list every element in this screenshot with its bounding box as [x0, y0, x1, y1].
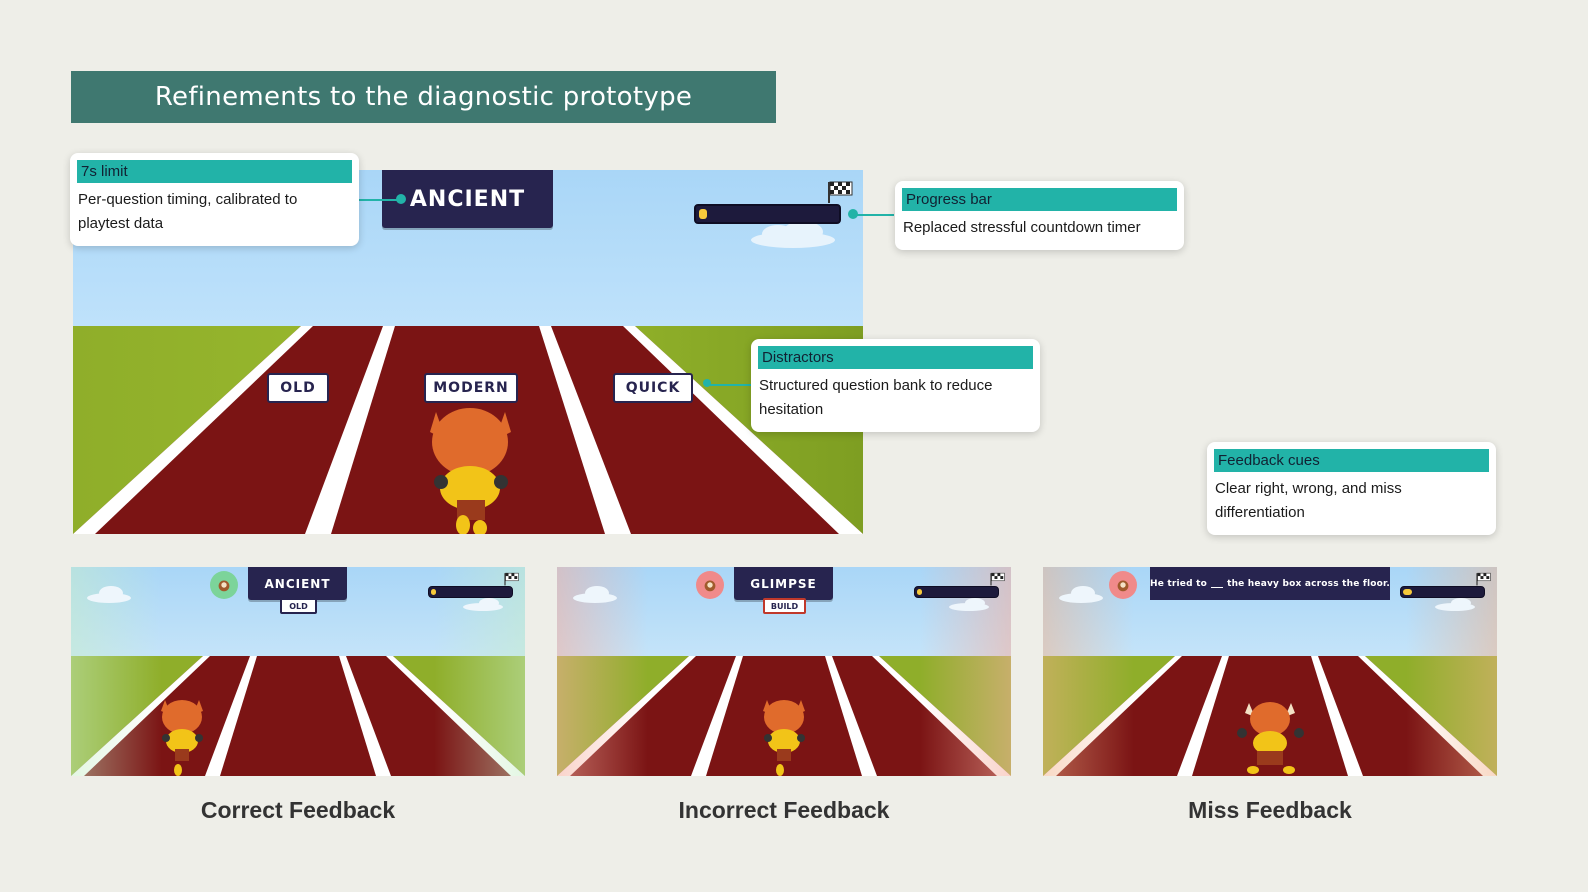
callout-description: Per-question timing, calibrated to playt…: [78, 191, 298, 232]
correct-feedback-scene: ANCIENT OLD: [71, 567, 525, 776]
progress-bar-fill: [431, 589, 436, 595]
lane-option-old[interactable]: OLD: [267, 373, 329, 403]
fox-runner-icon: [430, 408, 511, 534]
connector-dot: [848, 209, 858, 219]
miss-avatar-badge-icon: [1109, 571, 1137, 599]
callout-tag: Distractors: [758, 346, 1033, 369]
race-track-background: [1043, 567, 1497, 776]
connector-dot: [396, 194, 406, 204]
progress-bar: [914, 586, 999, 598]
progress-bar-fill: [699, 209, 707, 219]
progress-bar-fill: [1403, 589, 1412, 595]
answer-chip: BUILD: [763, 598, 806, 614]
page-title: Refinements to the diagnostic prototype: [71, 71, 776, 123]
progress-bar-fill: [917, 589, 922, 595]
target-word-banner: GLIMPSE: [734, 567, 833, 600]
callout-distractors: Distractors Structured question bank to …: [751, 339, 1040, 432]
checkered-flag-icon: [1476, 572, 1491, 586]
correct-avatar-badge-icon: [210, 571, 238, 599]
connector-distractors: [708, 384, 752, 386]
callout-tag: Feedback cues: [1214, 449, 1489, 472]
incorrect-feedback-scene: GLIMPSE BUILD: [557, 567, 1011, 776]
sentence-after: the heavy box across the floor.: [1227, 578, 1390, 589]
fox-runner-icon: [1237, 702, 1304, 774]
sentence-prompt-banner: He tried to the heavy box across the flo…: [1150, 567, 1390, 600]
target-word-banner: ANCIENT: [248, 567, 347, 600]
connector-dot: [703, 379, 711, 387]
target-word-banner: ANCIENT: [382, 170, 553, 228]
main-game-scene: ANCIENT OLD MODERN QUICK: [73, 170, 863, 534]
callout-description: Structured question bank to reduce hesit…: [759, 377, 993, 418]
caption-miss: Miss Feedback: [1188, 797, 1352, 823]
checkered-flag-icon: [504, 572, 519, 586]
fox-runner-icon: [763, 700, 805, 776]
connector-progress: [852, 214, 894, 216]
callout-description: Replaced stressful countdown timer: [903, 219, 1141, 236]
sentence-blank: [1210, 580, 1224, 588]
caption-incorrect: Incorrect Feedback: [678, 797, 890, 823]
progress-bar: [1400, 586, 1485, 598]
checkered-flag-icon: [828, 181, 853, 203]
checkered-flag-icon: [990, 572, 1005, 586]
lane-option-modern[interactable]: MODERN: [424, 373, 518, 403]
connector-time-limit: [358, 199, 400, 201]
callout-time-limit: 7s limit Per-question timing, calibrated…: [70, 153, 359, 246]
callout-progress-bar: Progress bar Replaced stressful countdow…: [895, 181, 1184, 250]
progress-bar: [428, 586, 513, 598]
sentence-before: He tried to: [1150, 578, 1207, 589]
callout-tag: Progress bar: [902, 188, 1177, 211]
progress-bar: [694, 204, 841, 224]
callout-tag: 7s limit: [77, 160, 352, 183]
incorrect-avatar-badge-icon: [696, 571, 724, 599]
lane-option-quick[interactable]: QUICK: [613, 373, 693, 403]
callout-description: Clear right, wrong, and miss differentia…: [1215, 480, 1402, 521]
miss-feedback-scene: He tried to the heavy box across the flo…: [1043, 567, 1497, 776]
answer-chip: OLD: [280, 598, 317, 614]
caption-correct: Correct Feedback: [200, 797, 396, 823]
callout-feedback-cues: Feedback cues Clear right, wrong, and mi…: [1207, 442, 1496, 535]
fox-runner-icon: [161, 700, 203, 776]
race-track-background: [557, 567, 1011, 776]
